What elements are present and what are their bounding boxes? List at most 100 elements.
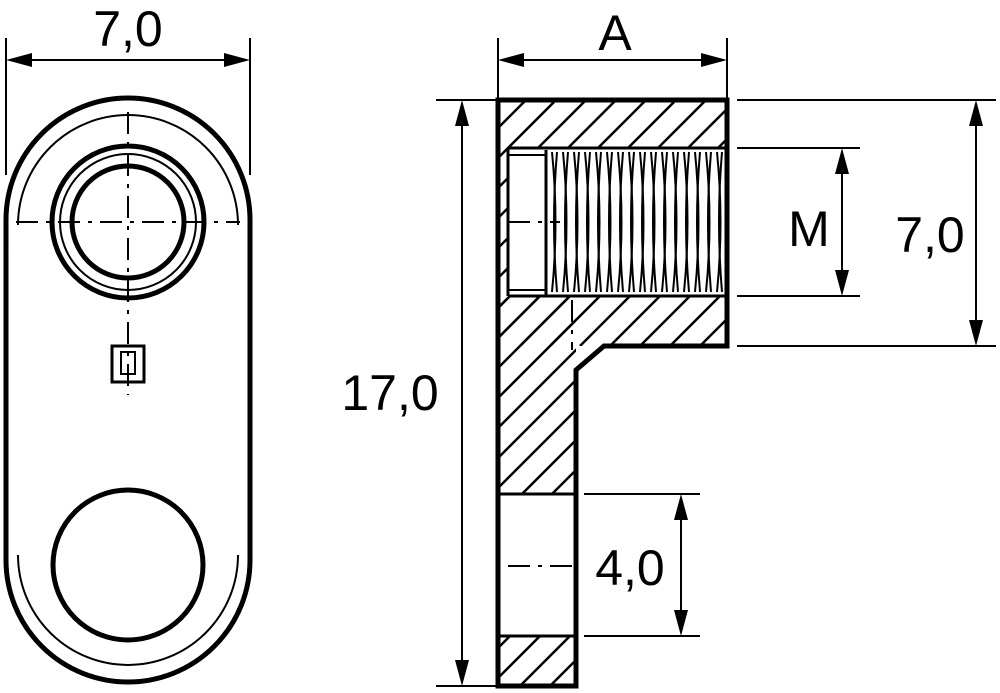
section-outline [495,97,730,689]
hatch-line [220,100,466,346]
hatch-line [610,296,810,496]
thread-turn [639,151,645,293]
thread-turn [705,151,711,293]
hatch-line [970,636,1000,686]
hatch-line [580,296,780,496]
hatch-line [370,636,420,686]
section-view: A 17,0 M 7,0 4,0 [100,5,1000,689]
thread-turn [716,151,722,293]
through-hole [50,487,206,643]
thread-turn [586,151,591,293]
hatch-line [670,296,870,496]
thread-turn [652,151,657,293]
hatch-line [500,296,571,368]
hatch-line [500,636,541,678]
thread-turn [707,151,712,293]
thread-turn [672,151,678,293]
hatch-line [430,636,480,686]
hatch-line [730,636,780,686]
front-outline [3,95,253,685]
hatch-line [500,348,576,428]
thread-turn [663,151,668,293]
thread-turn [694,151,700,293]
hatch-line [910,636,960,686]
hatch-line [940,296,1000,496]
hatch-line [880,636,930,686]
hatch-line [310,636,360,686]
front-view: 7,0 [3,1,253,685]
hatch-line [609,228,726,346]
hatch-line [250,636,300,686]
hatch-line [500,296,541,338]
thread-pattern [551,151,723,293]
thread-turn [606,151,612,293]
hatch-line [670,636,720,686]
thread-label: M [788,201,830,257]
thread-turn [696,151,701,293]
hatch-line [500,408,576,488]
hatch-line [669,288,726,346]
hatch-line [220,636,270,686]
hole-label: 4,0 [595,540,665,596]
thread-turn [584,151,590,293]
thread-turn [575,151,580,293]
hatch-line [519,438,576,496]
hatch-line [760,296,960,496]
locating-tab [110,344,146,384]
thread-turn [608,151,613,293]
hatch-line [500,636,511,648]
hatch-line [250,100,496,346]
thread-turn [630,151,635,293]
hatch-line [820,636,870,686]
thread-width-label: A [598,5,632,61]
hatch-line [130,100,376,346]
thread-turn [641,151,646,293]
hatch-line [700,296,900,496]
thread-turn [595,151,601,293]
total-height-label: 17,0 [341,365,438,421]
hatch-line [519,636,571,686]
hatch-line [500,378,576,458]
thread-turn [573,151,579,293]
thread-turn [597,151,602,293]
hatch-line [640,296,840,496]
hatch-line [340,636,390,686]
thread-turn [718,151,723,293]
thread-turn [562,151,568,293]
hatch-line [700,636,750,686]
hatch-line [639,258,726,346]
hatch-line [280,636,330,686]
hatch-line [100,296,300,496]
head-height-label: 7,0 [895,207,965,263]
hatch-line [400,636,450,686]
hatch-line [160,636,210,686]
thread-turn [619,151,624,293]
hatch-line [790,636,840,686]
thread-turn [674,151,679,293]
hatch-line [760,636,810,686]
hatch-line [610,636,660,686]
front-width-label: 7,0 [93,1,163,57]
thread-turn [650,151,656,293]
hatch-line [910,296,1000,496]
hatch-line [940,636,990,686]
hatch-line [130,296,330,496]
hatch-line [640,636,690,686]
thread-turn [661,151,667,293]
hatch-line [850,636,900,686]
thread-turn [683,151,689,293]
hatch-line [160,296,360,496]
thread-turn [564,151,569,293]
thread-turn [685,151,690,293]
hatch-line [500,102,526,128]
hatch-line [500,102,586,188]
hatch-line [100,100,346,346]
hatch-line [500,102,556,158]
thread-turn [617,151,623,293]
hatch-line [970,100,1000,346]
thread-turn [628,151,634,293]
hatch-line [880,296,1000,496]
hatch-line [790,296,990,496]
hatch-line [500,102,616,218]
